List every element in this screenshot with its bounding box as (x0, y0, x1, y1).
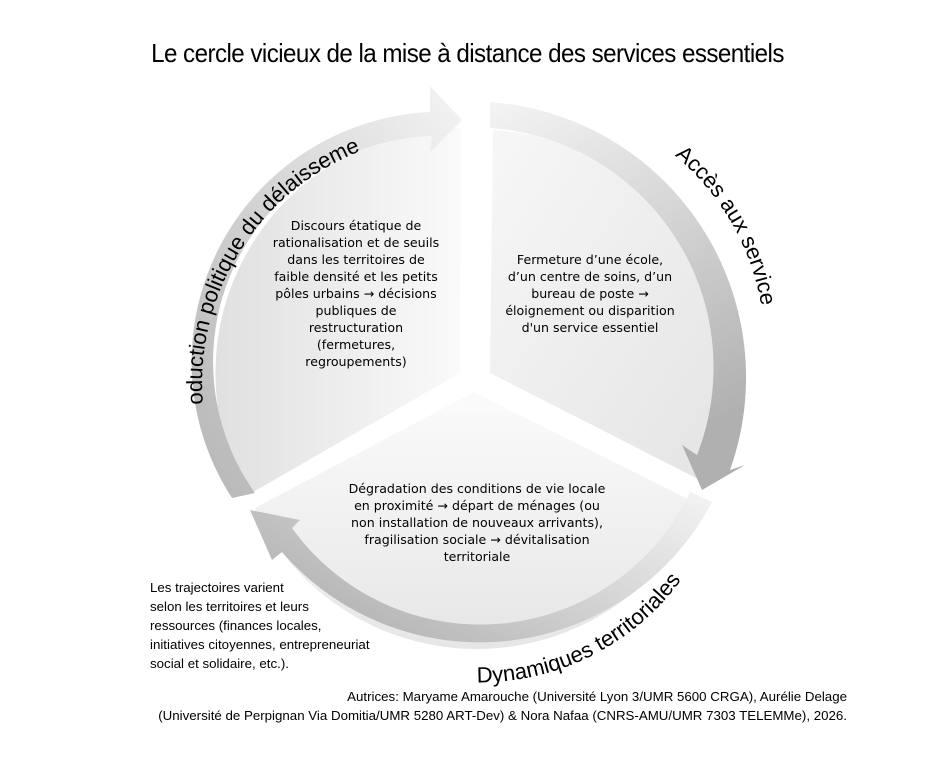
arrow-bottom (250, 492, 712, 643)
side-note-line: ressources (finances locales, (150, 618, 322, 633)
arrow-right (490, 102, 747, 490)
segment-text-left: Discours étatique de rationalisation et … (256, 217, 456, 370)
side-note-line: social et solidaire, etc.). (150, 656, 289, 671)
segment-text-bottom: Dégradation des conditions de vie locale… (327, 480, 627, 565)
side-note-line: Les trajectoires varient (150, 580, 284, 595)
segment-right-line: d’un centre de soins, d’un (507, 269, 673, 284)
segment-left-line: regroupements) (305, 354, 407, 369)
segment-right-line: Fermeture d’une école, (516, 252, 664, 267)
side-note-line: initiatives citoyennes, entrepreneuriat (150, 637, 370, 652)
segment-left-line: restructuration (308, 320, 404, 335)
segment-left-line: pôles urbains → décisions (275, 286, 437, 301)
credits-line: (Université de Perpignan Via Domitia/UMR… (158, 708, 847, 723)
segment-left-line: Discours étatique de (290, 218, 422, 233)
credits-line: Autrices: Maryame Amarouche (Université … (347, 689, 847, 704)
arrow-top-left (191, 86, 463, 498)
segment-left-line: dans les territoires de (287, 252, 425, 267)
side-note-line: selon les territoires et leurs (150, 599, 309, 614)
sector-bottom (255, 392, 700, 649)
credits: Autrices: Maryame Amarouche (Université … (158, 687, 847, 725)
sector-left (215, 127, 461, 495)
segment-right-line: éloignement ou disparition (505, 303, 675, 318)
diagram-title: Le cercle vicieux de la mise à distance … (151, 38, 784, 68)
segment-bottom-line: fragilisation sociale → dévitalisation (364, 532, 590, 547)
segment-right-line: d'un service essentiel (521, 320, 659, 335)
segment-left-line: (fermetures, (316, 337, 396, 352)
segment-left-line: rationalisation et de seuils (272, 235, 440, 250)
segment-bottom-line: territoriale (443, 549, 511, 564)
segment-left-line: publiques de (315, 303, 397, 318)
segment-left-line: faible densité et les petits (274, 269, 438, 284)
side-note: Les trajectoires varient selon les terri… (150, 578, 370, 673)
segment-bottom-line: Dégradation des conditions de vie locale (348, 481, 606, 496)
segment-bottom-line: en proximité → départ de ménages (ou (354, 498, 600, 513)
segment-text-right: Fermeture d’une école, d’un centre de so… (490, 251, 690, 336)
segment-right-line: bureau de poste → (531, 286, 649, 301)
segment-bottom-line: non installation de nouveaux arrivants), (351, 515, 603, 530)
